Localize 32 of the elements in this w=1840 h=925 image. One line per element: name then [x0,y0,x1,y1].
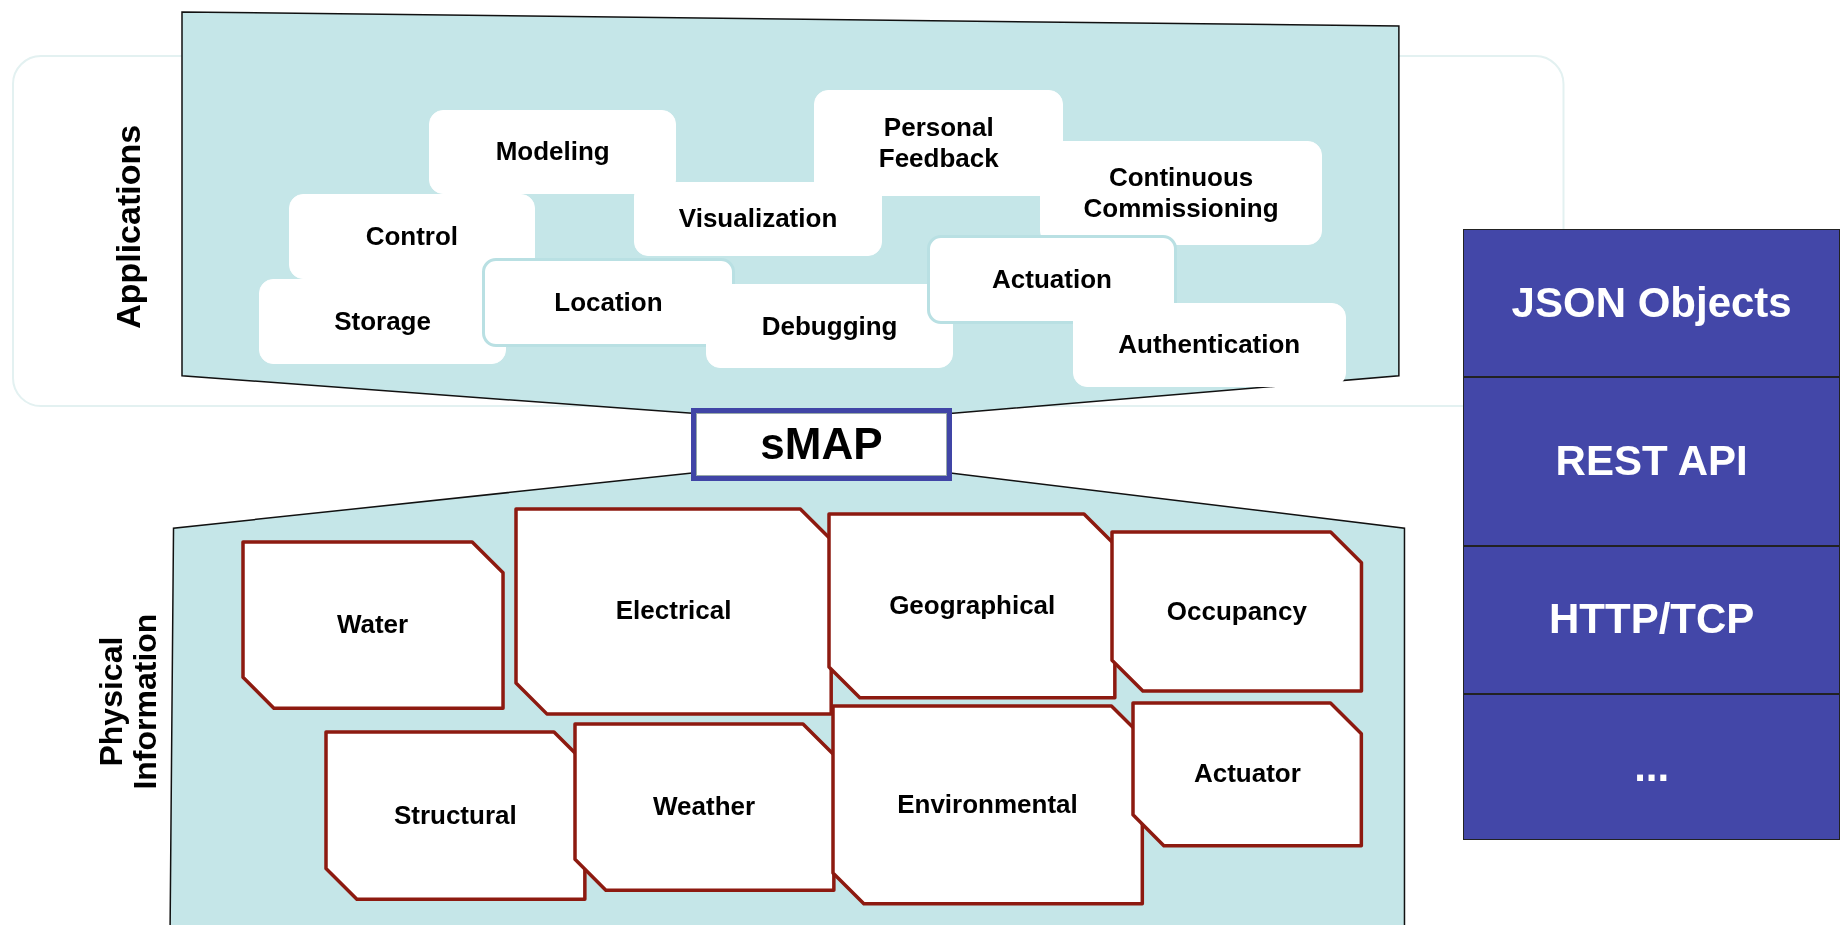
information-label: Geographical [888,589,1057,622]
information-label: Electrical [614,595,733,627]
application-box: Control [288,193,536,280]
information-box [1110,530,1364,694]
information-box [827,511,1118,700]
application-box: Location [482,258,735,348]
application-box: Visualization [633,181,883,256]
information-box [513,506,834,716]
information-label: Actuator [1192,758,1302,790]
application-box: Authentication [1072,302,1346,388]
application-box: Continuous Commissioning [1039,140,1323,246]
information-box [1131,700,1364,848]
information-label: Water [335,609,410,641]
protocol-layer-box: ... [1463,693,1840,841]
hub-box: sMAP [691,408,952,482]
information-box [240,539,505,710]
information-label: Environmental [896,789,1079,821]
application-box: Debugging [706,283,953,369]
protocol-layer-box: REST API [1463,376,1840,546]
application-box: Personal Feedback [814,90,1064,196]
information-box [572,721,836,892]
information-label: Occupancy [1165,596,1308,628]
layer-heading: Physical Information [95,612,163,792]
application-box: Storage [259,279,506,364]
information-label: Weather [652,791,757,823]
information-box [830,704,1145,906]
application-box: Modeling [429,110,676,194]
information-label: Structural [392,799,518,832]
protocol-layer-box: JSON Objects [1463,228,1840,377]
layer-heading: Applications [111,123,147,331]
information-box [323,729,587,902]
protocol-layer-box: HTTP/TCP [1463,545,1840,694]
